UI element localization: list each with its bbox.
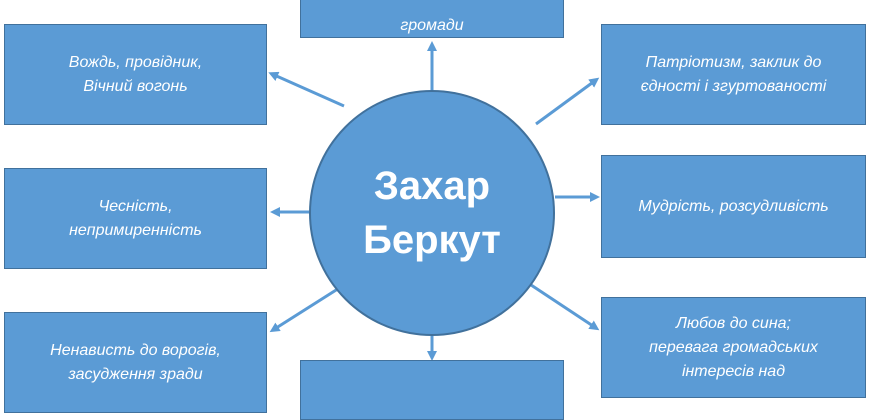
box-bottom-left: Ненависть до ворогів, засудження зради xyxy=(4,312,267,413)
box-mid-left-text: Чесність, непримиренність xyxy=(69,197,202,239)
box-top-left-text: Вождь, провідник, Вічний вогонь xyxy=(68,53,203,95)
box-top-right-text: Патріотизм, заклик до єдності і згуртова… xyxy=(640,53,827,95)
center-title: Захар Беркут xyxy=(363,164,501,262)
center-circle: Захар Беркут xyxy=(309,90,555,336)
box-bottom-center xyxy=(300,360,564,420)
arrow-to-top-right xyxy=(535,77,600,126)
arrow-to-bottom-right xyxy=(521,277,600,331)
box-top-text: громади xyxy=(400,17,464,34)
arrow-to-bottom-left xyxy=(269,283,345,333)
box-bottom-right: Любов до сина; перевага громадських інте… xyxy=(601,297,866,398)
connector-arrows xyxy=(268,41,600,361)
box-mid-right: Мудрість, розсудливість xyxy=(601,155,866,258)
box-mid-right-text: Мудрість, розсудливість xyxy=(638,197,829,215)
box-top-right: Патріотизм, заклик до єдності і згуртова… xyxy=(601,24,866,125)
box-bottom-right-text: Любов до сина; перевага громадських інте… xyxy=(649,314,818,380)
arrow-to-top-left xyxy=(268,71,345,108)
box-top: громади xyxy=(300,0,564,38)
box-bottom-left-text: Ненависть до ворогів, засудження зради xyxy=(50,341,221,383)
box-mid-left: Чесність, непримиренність xyxy=(4,168,267,269)
box-top-left: Вождь, провідник, Вічний вогонь xyxy=(4,24,267,125)
